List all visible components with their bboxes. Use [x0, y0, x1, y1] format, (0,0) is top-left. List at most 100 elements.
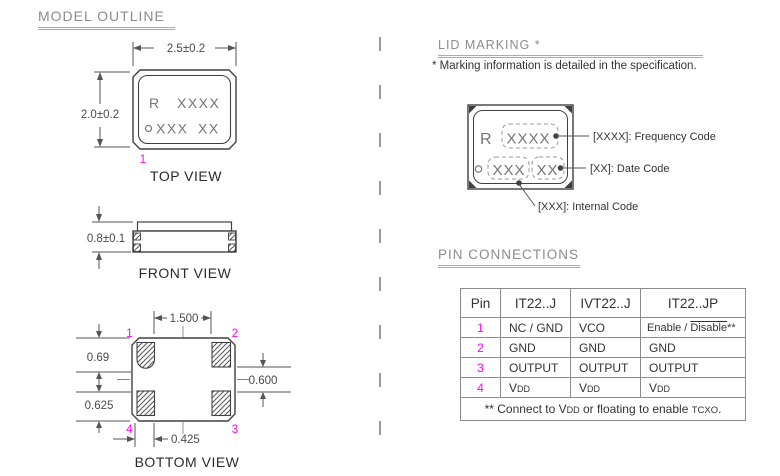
front-view-lid	[136, 221, 233, 232]
bottom-view: 1.500 0.69 0.625	[76, 311, 291, 470]
table-row-pin2: 2 GND GND GND	[460, 337, 746, 358]
lid-marking-dot-icon	[474, 165, 483, 173]
footnote-tcxo: TCXO	[691, 405, 719, 416]
pin-connections-title: PIN CONNECTIONS	[438, 247, 580, 268]
pin1-ivt22j: VCO	[570, 317, 641, 338]
vdd-dd: DD	[587, 383, 601, 394]
callout-leaders	[516, 133, 589, 207]
top-view-marking-frequency: XXXX	[177, 95, 220, 111]
pin3-it22jp: OUTPUT	[640, 357, 746, 378]
date-code-box	[531, 156, 565, 180]
disable-overline-text: Disable	[690, 321, 728, 334]
pin4-it22jp: VDD	[640, 377, 746, 398]
top-view-marking-dot-icon	[144, 124, 153, 133]
lid-marking-note: * Marking information is detailed in the…	[432, 60, 697, 72]
pin-connections-table: Pin IT22..J IVT22..J IT22..JP 1 NC / GND…	[460, 288, 746, 421]
top-view: 2.5±0.2 2.0±0.2 R XXXX XXX XX 1 TOP VIEW	[81, 42, 237, 184]
table-row-pin1: 1 NC / GND VCO Enable / Disable**	[460, 317, 746, 338]
footnote-part1: ** Connect to V	[484, 402, 567, 416]
footnote-part2: or floating to enable	[579, 402, 692, 416]
bottom-view-package-outline	[131, 337, 236, 422]
front-view-label: FRONT VIEW	[139, 265, 232, 281]
table-row-pin3: 3 OUTPUT OUTPUT OUTPUT	[460, 357, 746, 378]
pin4-it22j: VDD	[500, 377, 571, 398]
column-divider	[379, 37, 381, 462]
lid-marking-diagram: R XXXX XXX XX [XXXX]: Frequency Code [XX…	[467, 104, 716, 213]
pin4-number: 4	[460, 377, 501, 398]
top-view-height-dim-text: 2.0±0.2	[81, 109, 119, 121]
top-view-label: TOP VIEW	[150, 168, 222, 184]
lid-marking-date: XX	[537, 162, 559, 179]
footnote-period: .	[718, 402, 722, 416]
pad-3	[211, 390, 232, 417]
lid-marking-frequency: XXXX	[507, 131, 551, 148]
pad-4	[136, 390, 156, 417]
bottom-view-left-bottom-dim-text: 0.625	[85, 400, 114, 412]
top-view-lid-outline	[137, 74, 232, 145]
pin1-it22jp: Enable / Disable**	[640, 317, 746, 338]
bottom-view-pin1-label: 1	[126, 328, 132, 340]
front-view-height-dim-text: 0.8±0.1	[87, 233, 125, 245]
bottom-view-right-dimension	[237, 353, 291, 407]
top-view-height-dimension	[94, 71, 130, 148]
vdd-dd: DD	[517, 383, 531, 394]
bottom-view-left-bottom-dimension	[76, 381, 131, 433]
bottom-view-label: BOTTOM VIEW	[135, 454, 240, 470]
top-view-package-outline	[132, 69, 237, 150]
bottom-view-pitch-x-dimension	[153, 311, 212, 334]
footnote-vdd-dd: DD	[566, 405, 580, 415]
bottom-view-pitch-x-text: 1.500	[170, 313, 199, 325]
top-view-pin1-label: 1	[140, 154, 146, 166]
pad-2	[211, 341, 232, 368]
bottom-view-left-top-dim-text: 0.69	[87, 352, 109, 364]
vdd-v: V	[579, 380, 588, 395]
front-view-body	[132, 230, 237, 253]
pad-1	[136, 341, 156, 369]
pin2-it22j: GND	[500, 337, 571, 358]
pin3-ivt22j: OUTPUT	[570, 357, 641, 378]
internal-code-callout: [XXX]: Internal Code	[538, 201, 638, 213]
header-ivt22j: IVT22..J	[570, 288, 641, 318]
bottom-view-bottom-dim-text: 0.425	[171, 434, 200, 446]
pin3-it22j: OUTPUT	[500, 357, 571, 378]
date-code-callout: [XX]: Date Code	[590, 163, 670, 175]
header-it22jp: IT22..JP	[640, 288, 746, 318]
bottom-view-bottom-dimension	[113, 423, 168, 447]
model-outline-title: MODEL OUTLINE	[38, 8, 175, 30]
model-outline-drawing: 2.5±0.2 2.0±0.2 R XXXX XXX XX 1 TOP VIEW	[76, 42, 291, 470]
top-view-width-dimension	[132, 42, 237, 66]
asterisk-text: **	[727, 321, 736, 334]
table-footnote-row: ** Connect to VDD or floating to enable …	[460, 397, 746, 421]
header-it22j: IT22..J	[500, 288, 571, 318]
pin2-ivt22j: GND	[570, 337, 641, 358]
bottom-view-pin2-label: 2	[232, 328, 238, 340]
front-view-height-dimension	[92, 206, 133, 269]
top-view-marking-date: XX	[198, 121, 220, 137]
top-view-marking-internal: XXX	[156, 121, 189, 137]
lid-marking-title: LID MARKING *	[438, 38, 703, 58]
pin2-number: 2	[460, 337, 501, 358]
pin3-number: 3	[460, 357, 501, 378]
bottom-view-pin4-label: 4	[126, 424, 133, 436]
frequency-code-callout: [XXXX]: Frequency Code	[593, 131, 716, 143]
bottom-view-left-top-dimension	[76, 324, 131, 384]
bottom-view-right-dim-text: 0.600	[249, 375, 278, 387]
lid-package-outline	[467, 104, 574, 190]
pin2-it22jp: GND	[640, 337, 746, 358]
table-row-pin4: 4 VDD VDD VDD	[460, 377, 746, 398]
front-view-terminals	[133, 232, 236, 252]
enable-text: Enable /	[647, 321, 691, 334]
bottom-view-pin3-label: 3	[232, 424, 238, 436]
header-pin: Pin	[460, 288, 501, 318]
pin1-number: 1	[460, 317, 501, 338]
pin1-it22j: NC / GND	[500, 317, 571, 338]
table-footnote: ** Connect to VDD or floating to enable …	[460, 397, 746, 421]
pin4-ivt22j: VDD	[570, 377, 641, 398]
front-view: 0.8±0.1 FRONT VIEW	[87, 206, 237, 281]
vdd-dd: DD	[657, 383, 671, 394]
lid-marking-r: R	[480, 131, 492, 148]
table-header-row: Pin IT22..J IVT22..J IT22..JP	[460, 288, 746, 318]
top-view-width-dim-text: 2.5±0.2	[167, 43, 205, 55]
lid-corner-marks	[469, 106, 572, 188]
